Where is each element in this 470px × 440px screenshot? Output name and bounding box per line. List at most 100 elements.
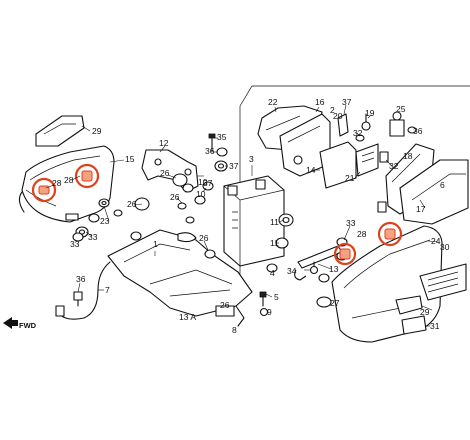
emblem-30 [419,263,467,301]
leader-lines [45,104,439,327]
part-number-label: 31 [430,321,440,331]
part-number-label: 1 [153,239,158,249]
grommet-10-a [177,202,187,210]
plate-31 [401,315,427,335]
cushion-26-a [172,173,194,193]
part-number-label: 33 [88,232,98,242]
clip-32-top [379,151,389,163]
inset-frame [239,85,470,107]
fuse-holder-25 [389,111,405,137]
part-number-label: 7 [105,285,110,295]
fwd-label: FWD [19,321,37,330]
battery-band-26 [177,232,197,243]
pad-29-right [395,295,423,315]
part-number-label: 27 [330,298,340,308]
part-number-label: 32 [389,161,399,171]
bolt-5 [259,291,267,307]
part-number-label: 20 [333,111,343,121]
highlight-28-right-a [333,242,357,266]
part-number-label: 16 [315,97,325,107]
grommet-36-top [216,147,228,157]
grommet-23 [98,198,110,208]
box-14 [319,141,357,189]
part-number-label: 26 [127,199,137,209]
part-number-label: 33 [346,218,356,228]
clip-32-bottom [377,201,387,213]
part-number-label: 2 [330,105,335,115]
highlight-28-left-a [31,177,57,203]
part-number-label: 18 [403,151,413,161]
part-number-label: 26 [199,233,209,243]
collar-37-mid [202,181,214,191]
part-number-label: 14 [306,165,316,175]
cushion-26-d [204,249,278,273]
part-number-label: 17 [416,204,426,214]
part-number-label: 13 A [179,312,196,322]
part-number-label: 30 [440,242,450,252]
part-number-label: 33 [70,239,80,249]
part-number-label: 28 [357,229,367,239]
collar-37-inset [355,134,365,142]
grommet-19 [361,113,371,131]
part-number-label: 26 [220,300,230,310]
part-number-label: 28 [64,175,74,185]
part-number-label: 11 [270,238,279,248]
part-number-label: 26 [160,168,170,178]
grommet-lower-left [113,209,123,217]
part-number-label: 32 [353,128,363,138]
part-number-label: 37 [203,178,213,188]
bracket-20 [337,113,349,137]
part-number-label: 36 [205,146,215,156]
part-number-label: 26 [170,192,180,202]
part-number-label: 36 [413,126,423,136]
part-number-label: 36 [76,274,86,284]
part-number-label: 24 [431,236,441,246]
part-number-label: 13 [329,264,339,274]
collar-33-left-lower [72,232,84,242]
screw-34 [309,261,319,275]
cable-7 [55,261,111,320]
part-number-label: 34 [287,266,297,276]
highlight-28-right-b [377,221,403,247]
bolt-35 [208,133,216,153]
cover-17 [399,159,469,225]
part-number-label: 19 [365,108,375,118]
case-16 [279,113,331,177]
part-number-label: 6 [440,180,445,190]
grommet-11-a [278,213,294,227]
part-number-label: 35 [217,132,227,142]
part-number-label: 21 [345,173,355,183]
part-number-label: 5 [274,292,279,302]
part-number-label: 29 [420,307,430,317]
battery-3 [223,175,285,267]
grommet-lower-right [318,273,330,283]
grommet-37-b [130,231,142,241]
fwd-arrow: FWD [3,317,37,330]
cushion-26-c [194,195,206,205]
part-number-label: 37 [229,161,239,171]
part-number-label: 15 [125,154,135,164]
part-number-label: 11 [270,217,279,227]
part-number-label: 9 [267,307,272,317]
part-number-label: 12 [159,138,169,148]
part-number-label: 25 [396,104,406,114]
part-number-label: 3 [249,154,254,164]
part-number-label: 37 [342,97,352,107]
part-number-label: 4 [270,268,275,278]
reflector-panel-29 [35,115,85,147]
clip-36-lower [73,291,83,307]
part-number-label: 28 [52,178,62,188]
collar-10-b [185,216,195,224]
part-number-label: 22 [268,97,278,107]
part-number-label: 8 [232,325,237,335]
part-number-label: 10 [196,189,206,199]
part-number-label: 29 [92,126,102,136]
part-number-label: 23 [100,216,110,226]
washer-9 [259,307,269,317]
grommet-27 [316,296,332,308]
grommet-36-inset [407,126,417,134]
highlight-28-left-b [74,163,100,189]
part-number-label: 10 [198,177,208,187]
